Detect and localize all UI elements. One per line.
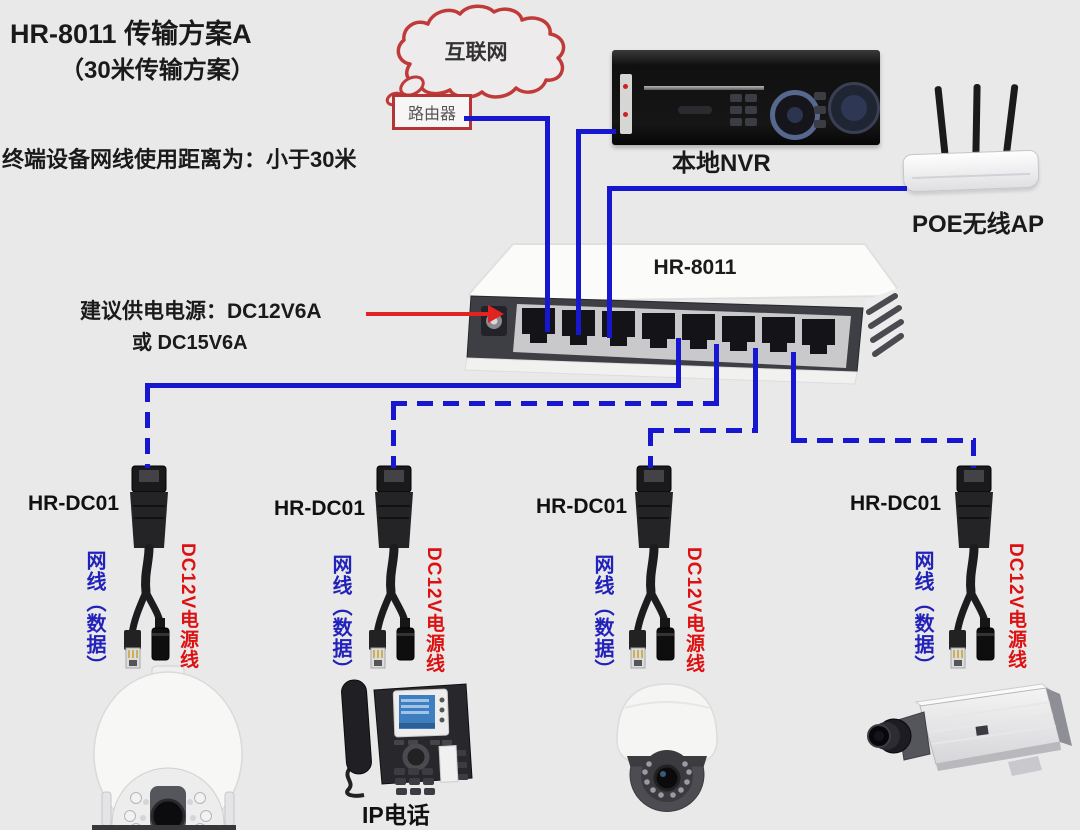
nvr-disc-slot (644, 86, 764, 90)
nvr-button (745, 106, 757, 114)
cable-splitter4 (791, 438, 976, 443)
nvr-button (745, 94, 757, 102)
splitter-data-label: 网线（数据） (83, 550, 105, 676)
ap-antenna (934, 85, 949, 157)
nvr-button (814, 120, 826, 128)
nvr-button (745, 118, 757, 126)
ip-phone-image (341, 679, 473, 798)
dome-camera-image (616, 683, 718, 812)
splitter-label: HR-DC01 (274, 497, 366, 520)
cable-ap (607, 186, 612, 338)
cable-nvr (576, 129, 616, 134)
splitter-power-label: DC12V电源线 (1005, 543, 1026, 670)
switch-model-label: HR-8011 (654, 256, 737, 279)
nvr-tray (678, 106, 712, 114)
power-arrow (366, 312, 492, 316)
cable-port5 (145, 383, 681, 388)
photo-edge-bar (92, 825, 236, 830)
nvr-dpad (770, 90, 820, 140)
splitter-power-label: DC12V电源线 (423, 547, 444, 674)
splitter-label: HR-DC01 (536, 495, 628, 518)
ap-device-image (902, 149, 1040, 193)
cable-port7 (753, 348, 758, 431)
cable-splitter1 (145, 386, 150, 468)
cable-router (545, 116, 550, 332)
nvr-led (623, 112, 628, 117)
box-camera-image (867, 683, 1072, 776)
power-arrow-head (488, 305, 504, 323)
nvr-button (814, 92, 826, 100)
cable-splitter3 (648, 430, 653, 468)
nvr-label: 本地NVR (672, 150, 771, 177)
splitter-data-label: 网线（数据） (329, 554, 351, 680)
nvr-led (623, 84, 628, 89)
page-title: HR-8011 传输方案A (10, 19, 252, 49)
nvr-button (730, 118, 742, 126)
cable-nvr (576, 129, 581, 335)
ap-antenna (972, 83, 981, 157)
nvr-button (730, 106, 742, 114)
power-note-line2: 或 DC15V6A (132, 332, 248, 354)
cable-port6 (714, 344, 719, 404)
ip-phone-label: IP电话 (362, 802, 430, 828)
ptz-dome-camera-image (93, 665, 243, 830)
cable-router (464, 116, 550, 121)
cable-port8 (791, 352, 796, 441)
cable-splitter4 (971, 440, 976, 468)
router-node: 路由器 (392, 94, 472, 130)
splitter-label: HR-DC01 (28, 492, 120, 515)
cable-splitter2 (391, 401, 719, 406)
nvr-jog-dial (828, 82, 880, 134)
splitter-label: HR-DC01 (850, 492, 942, 515)
cable-ap (607, 186, 907, 191)
splitter-power-label: DC12V电源线 (177, 543, 198, 670)
internet-cloud-icon: 互联网 (385, 4, 566, 107)
ap-antenna (1002, 83, 1019, 159)
nvr-device-image (612, 50, 880, 145)
internet-label: 互联网 (445, 41, 508, 64)
power-note-line1: 建议供电电源：DC12V6A (80, 300, 322, 323)
splitter-data-label: 网线（数据） (911, 550, 933, 676)
splitter-power-label: DC12V电源线 (683, 547, 704, 674)
cable-splitter3 (648, 428, 758, 433)
nvr-front-strip (620, 74, 632, 134)
splitter-data-label: 网线（数据） (591, 554, 613, 680)
cable-port5 (676, 338, 681, 385)
distance-note: 终端设备网线使用距离为：小于30米 (2, 147, 357, 172)
nvr-button (730, 94, 742, 102)
page-subtitle: （30米传输方案） (60, 57, 255, 84)
ap-label: POE无线AP (912, 211, 1045, 238)
cable-splitter2 (391, 404, 396, 468)
nvr-button (814, 106, 826, 114)
router-label: 路由器 (407, 106, 456, 123)
